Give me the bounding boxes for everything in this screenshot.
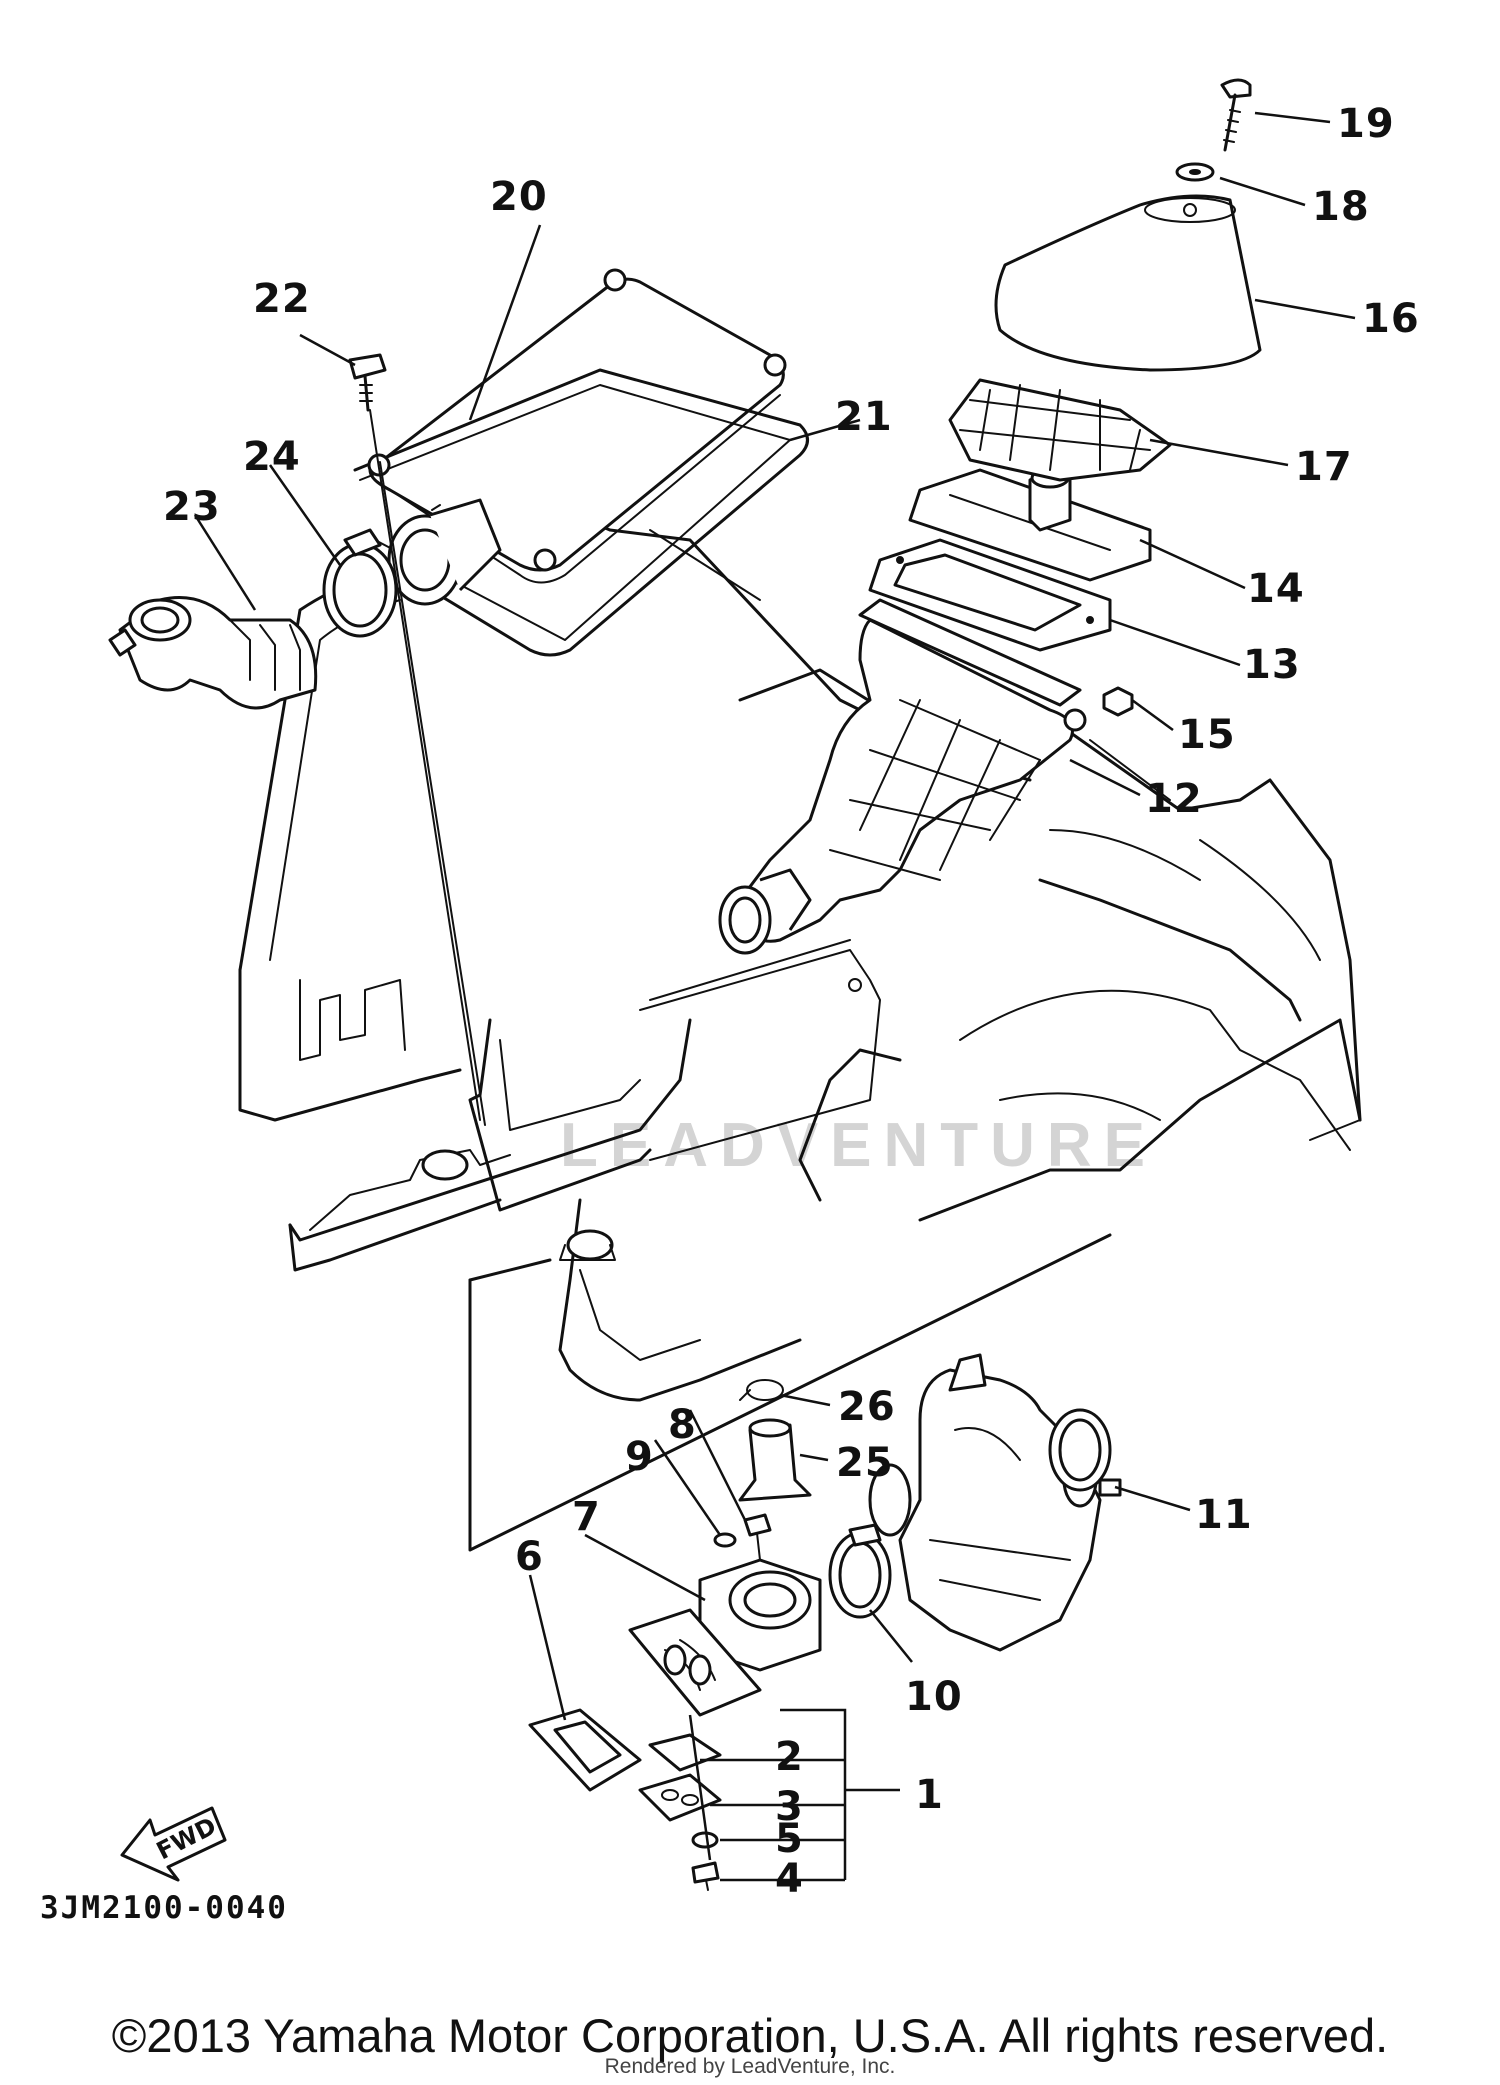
reed-petal-2 xyxy=(648,1733,722,1772)
cone-cover-16 xyxy=(994,194,1262,372)
screw-4 xyxy=(691,1861,720,1891)
part-label-9: 9 xyxy=(625,1434,654,1480)
part-label-2: 2 xyxy=(775,1734,804,1780)
part-label-4: 4 xyxy=(775,1856,804,1902)
stopper-3 xyxy=(638,1773,722,1822)
bolt-19 xyxy=(1220,78,1252,152)
part-label-14: 14 xyxy=(1247,566,1305,612)
carburetor-body xyxy=(868,1353,1102,1652)
part-label-15: 15 xyxy=(1178,712,1236,758)
part-label-10: 10 xyxy=(905,1674,963,1720)
part-label-19: 19 xyxy=(1337,101,1395,147)
reed-valve-assembly-1 xyxy=(628,1608,762,1717)
screw-22 xyxy=(348,353,387,412)
part-number-labels: 1 2 3 4 5 6 7 8 9 10 11 12 13 14 15 16 1… xyxy=(163,101,1420,1902)
part-label-26: 26 xyxy=(838,1384,896,1430)
part-label-3: 3 xyxy=(775,1784,804,1830)
callout-lines xyxy=(193,111,1356,1882)
washer-5 xyxy=(691,1831,719,1849)
gasket-13 xyxy=(868,538,1112,652)
part-label-21: 21 xyxy=(835,394,893,440)
rendered-by-notice: Rendered by LeadVenture, Inc. xyxy=(604,2055,896,2078)
part-label-1: 1 xyxy=(915,1772,944,1818)
clamp-10 xyxy=(828,1523,892,1619)
clamp-11 xyxy=(1048,1408,1122,1497)
part-label-6: 6 xyxy=(515,1534,544,1580)
part-label-5: 5 xyxy=(775,1816,804,1862)
leader-line-22 xyxy=(369,409,486,1126)
part-label-18: 18 xyxy=(1312,184,1370,230)
part-label-25: 25 xyxy=(836,1440,894,1486)
part-label-23: 23 xyxy=(163,484,221,530)
washer-18 xyxy=(1175,162,1215,182)
airbox-cover xyxy=(353,268,809,657)
part-label-8: 8 xyxy=(668,1402,697,1448)
part-label-22: 22 xyxy=(253,276,311,322)
part-label-17: 17 xyxy=(1295,444,1353,490)
part-label-16: 16 xyxy=(1362,296,1420,342)
part-label-13: 13 xyxy=(1243,642,1301,688)
forward-direction-arrow: FWD xyxy=(120,1806,227,1882)
flame-arrester-duct-12 xyxy=(718,598,1087,955)
part-label-24: 24 xyxy=(243,434,301,480)
clip-26 xyxy=(739,1379,784,1401)
intake-duct-23 xyxy=(108,596,318,710)
joint-25 xyxy=(738,1418,812,1502)
watermark: LEADVENTURE xyxy=(560,1111,1158,1180)
part-label-20: 20 xyxy=(490,174,548,220)
part-label-7: 7 xyxy=(572,1494,601,1540)
diagram-code: 3JM2100-0040 xyxy=(40,1890,288,1926)
part-label-12: 12 xyxy=(1145,776,1203,822)
nut-15 xyxy=(1102,686,1134,717)
gasket-6 xyxy=(528,1708,642,1792)
screw-8 xyxy=(743,1513,772,1561)
exploded-box-frame xyxy=(468,1233,1112,1552)
copyright-notice: ©2013 Yamaha Motor Corporation, U.S.A. A… xyxy=(111,2009,1389,2062)
hull-outline xyxy=(238,508,1362,1402)
washer-9 xyxy=(713,1532,737,1548)
part-label-11: 11 xyxy=(1195,1492,1253,1538)
hose-clamp-24 xyxy=(322,528,398,638)
screen-17 xyxy=(948,378,1172,482)
